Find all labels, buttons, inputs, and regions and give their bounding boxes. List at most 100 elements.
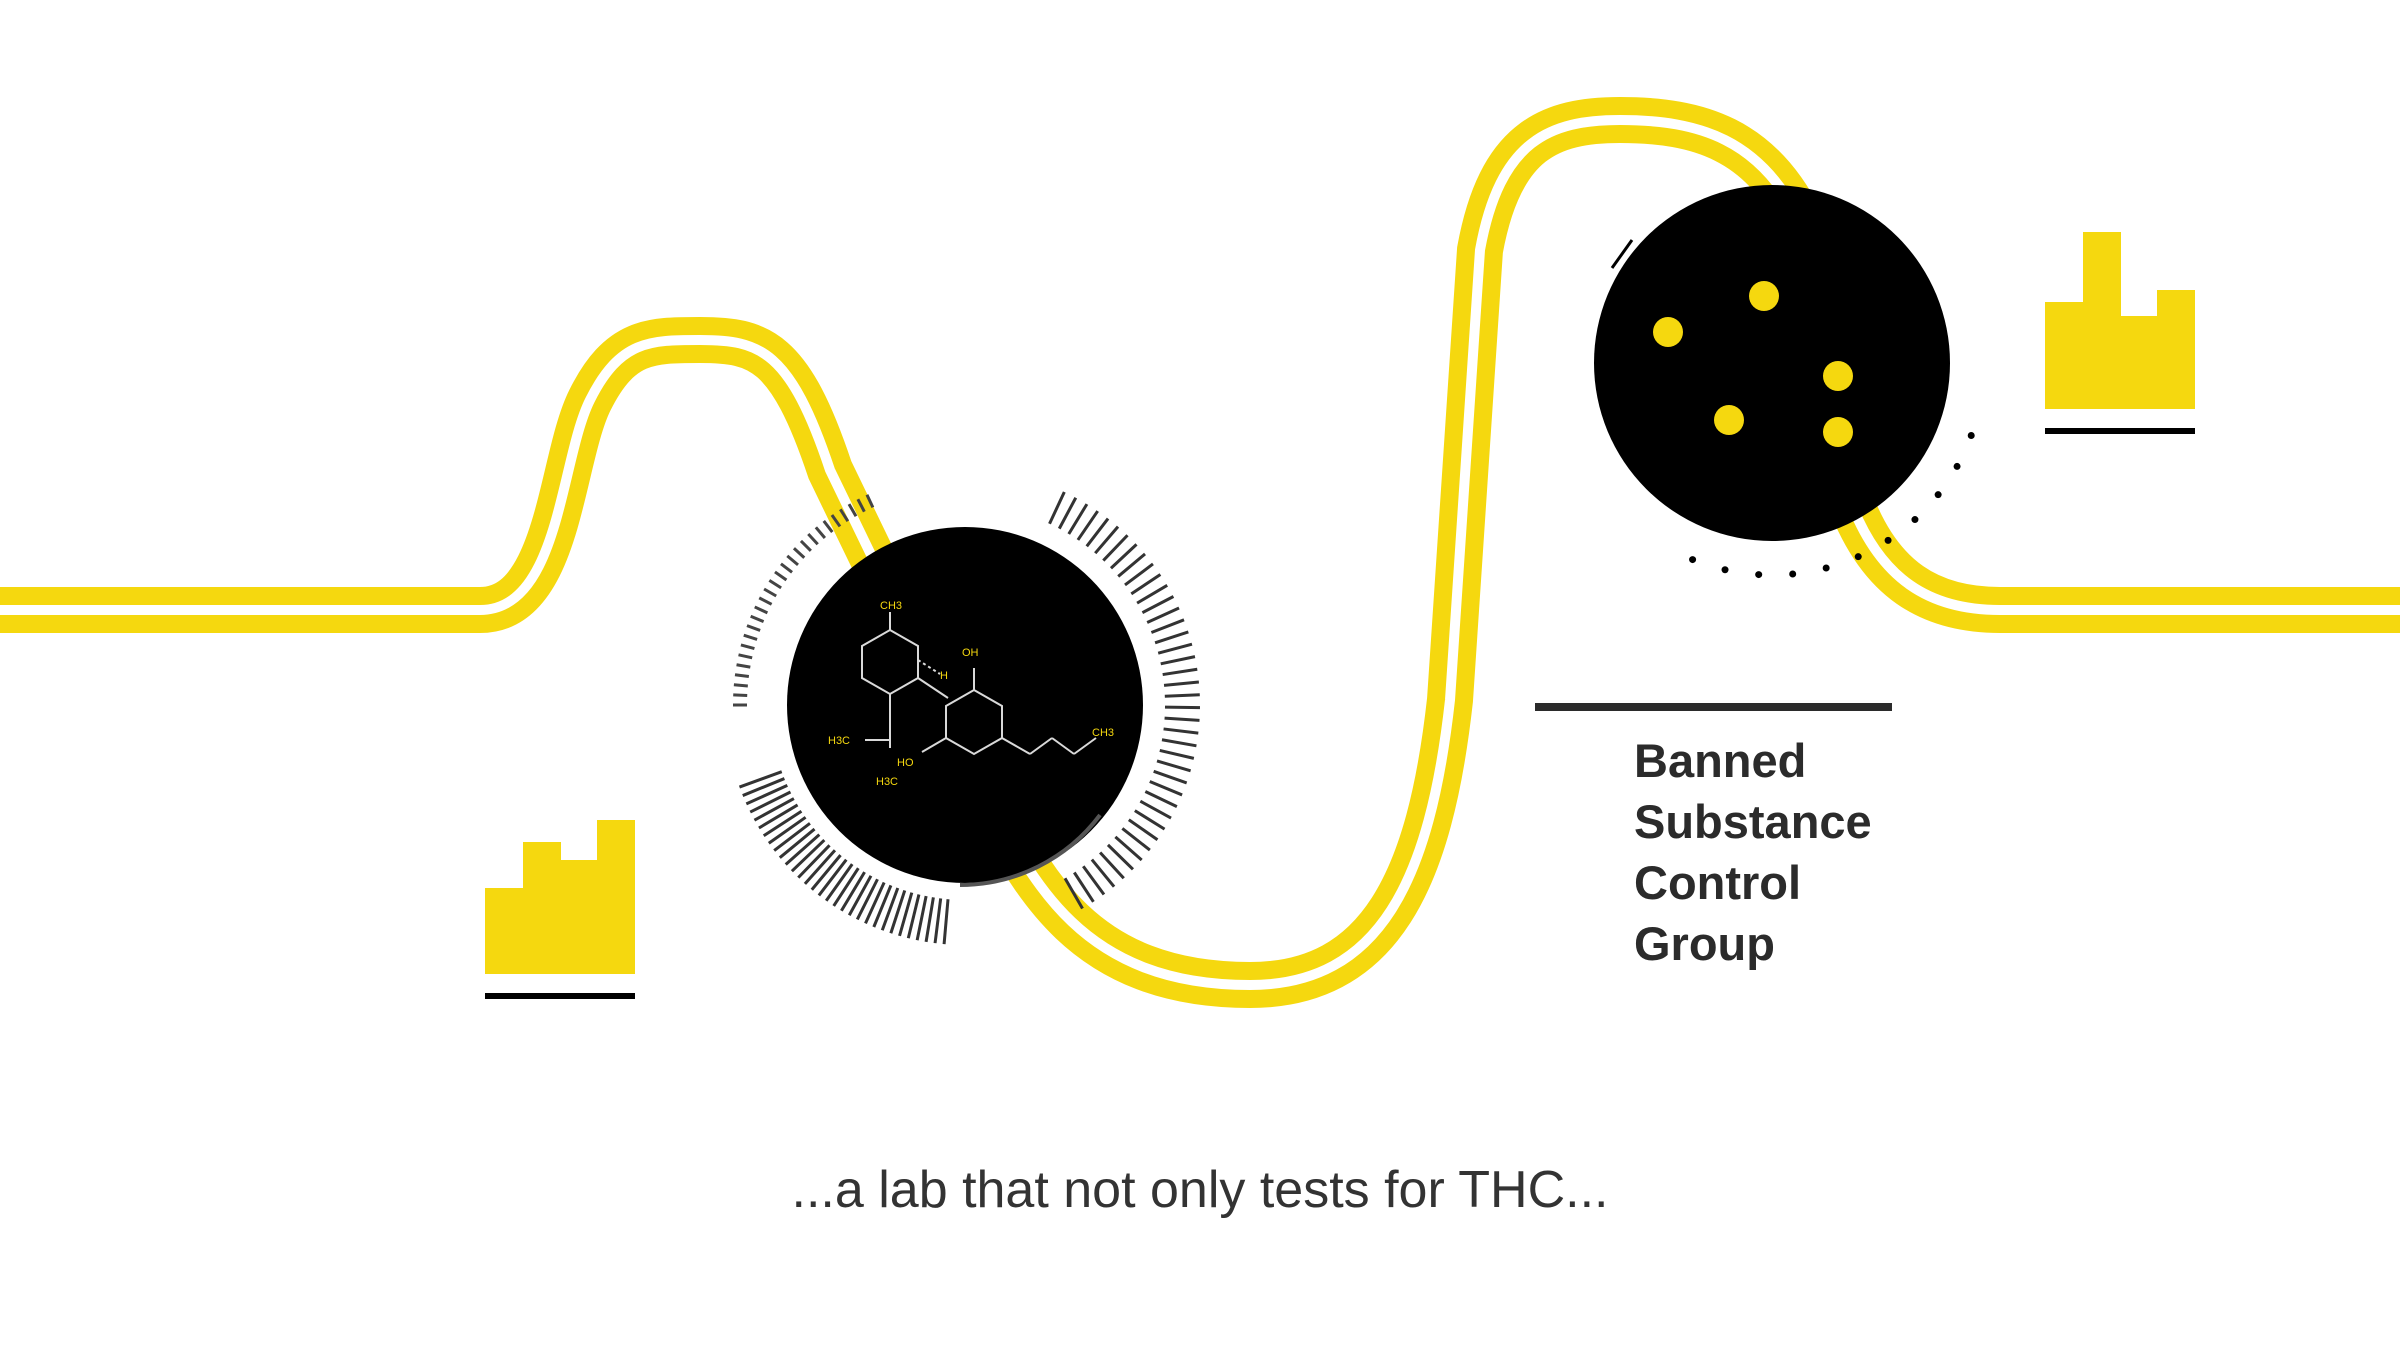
tick-mark xyxy=(807,532,819,546)
tick-mark xyxy=(763,587,777,598)
tick-mark xyxy=(1162,667,1198,677)
tick-mark xyxy=(762,809,803,837)
tick-mark xyxy=(742,777,785,797)
ring-dot xyxy=(1953,462,1961,470)
tick-mark xyxy=(1090,858,1116,888)
tick-mark xyxy=(847,503,858,517)
tick-mark xyxy=(1067,503,1089,535)
tick-mark xyxy=(1073,871,1095,903)
tick-mark xyxy=(1141,595,1175,614)
molecule-label: H xyxy=(940,670,948,682)
ring-dot xyxy=(1789,570,1797,578)
molecule-label: HO xyxy=(897,757,914,769)
tick-mark xyxy=(817,858,848,897)
tick-mark xyxy=(790,838,826,873)
tick-mark xyxy=(1163,727,1199,735)
tick-mark xyxy=(733,693,748,697)
tick-mark xyxy=(822,520,834,533)
tick-mark xyxy=(814,526,827,539)
tick-mark xyxy=(1149,780,1183,797)
tick-mark xyxy=(1057,497,1078,530)
tick-mark xyxy=(1134,809,1166,831)
ring-dot xyxy=(1911,516,1919,524)
tick-mark xyxy=(1154,630,1189,645)
subtitle-caption: ...a lab that not only tests for THC... xyxy=(791,1161,1609,1219)
tick-mark xyxy=(746,624,761,632)
tick-mark xyxy=(942,899,950,945)
tick-mark xyxy=(1094,525,1120,555)
tick-mark xyxy=(792,547,806,559)
tick-mark xyxy=(734,673,750,679)
tick-mark xyxy=(1156,759,1192,773)
tick-mark xyxy=(1102,534,1129,562)
tick-mark xyxy=(1144,790,1178,808)
molecule-label: OH xyxy=(962,647,979,659)
tick-mark xyxy=(906,894,921,939)
organization-name: Banned Substance Control Group xyxy=(1634,730,1872,974)
tick-mark xyxy=(773,822,811,852)
tick-mark xyxy=(1164,716,1200,722)
tick-mark xyxy=(1085,517,1110,548)
ring-dot xyxy=(1884,536,1892,544)
tick-mark xyxy=(753,797,795,822)
tick-mark xyxy=(738,653,753,660)
tick-mark xyxy=(1150,618,1185,634)
dotted-ring xyxy=(1689,432,1975,579)
tick-mark xyxy=(898,892,914,937)
tick-mark xyxy=(758,803,799,830)
ring-dot xyxy=(1689,556,1697,564)
tick-mark xyxy=(1121,827,1151,852)
tick-mark xyxy=(1099,851,1125,880)
title-divider xyxy=(1535,703,1892,711)
ring-dot xyxy=(1934,491,1942,499)
tick-mark xyxy=(1082,865,1106,896)
tick-mark xyxy=(767,816,807,845)
tick-mark xyxy=(736,663,751,669)
tick-mark xyxy=(864,881,886,925)
tick-mark xyxy=(743,633,758,641)
tick-mark xyxy=(750,614,765,623)
tick-mark xyxy=(1048,491,1066,525)
tick-mark xyxy=(745,783,788,806)
ring-accent-mark xyxy=(1610,239,1634,269)
tick-mark xyxy=(832,867,860,907)
tick-mark xyxy=(1139,799,1172,820)
tick-mark xyxy=(1157,642,1193,655)
tick-mark xyxy=(1130,573,1162,596)
tick-mark xyxy=(797,844,831,879)
tick-mark xyxy=(915,895,928,941)
tick-mark xyxy=(774,570,788,582)
tick-mark xyxy=(855,878,879,921)
tick-mark xyxy=(780,562,793,574)
tick-mark xyxy=(1159,748,1195,760)
bar-chart-icon xyxy=(485,820,635,999)
tick-mark xyxy=(1127,818,1159,842)
ring-dot xyxy=(1721,566,1729,574)
tick-mark xyxy=(1117,552,1146,578)
tick-mark xyxy=(1109,543,1138,570)
organization-name-line: Banned xyxy=(1634,734,1807,787)
tick-mark xyxy=(1146,606,1180,624)
tick-mark xyxy=(1063,877,1084,910)
tick-mark xyxy=(889,889,907,934)
tick-mark xyxy=(824,863,854,902)
ring-dot xyxy=(1822,564,1830,572)
molecule-label: CH3 xyxy=(1092,727,1114,739)
tick-mark xyxy=(1164,693,1200,698)
dots-sample-icon xyxy=(1594,185,1950,541)
tick-mark xyxy=(839,508,850,522)
tick-mark xyxy=(1124,562,1154,587)
tick-mark xyxy=(740,643,755,651)
tick-mark xyxy=(856,498,866,513)
tick-mark xyxy=(1106,843,1135,871)
tick-mark xyxy=(1163,680,1200,687)
tick-mark xyxy=(810,854,842,891)
tick-mark xyxy=(1161,738,1197,748)
molecule-label: H3C xyxy=(876,776,898,788)
tick-mark xyxy=(803,849,837,885)
tick-mark xyxy=(880,887,900,931)
tick-mark xyxy=(784,833,821,866)
tick-ring xyxy=(733,491,1201,945)
tick-mark xyxy=(758,596,773,606)
